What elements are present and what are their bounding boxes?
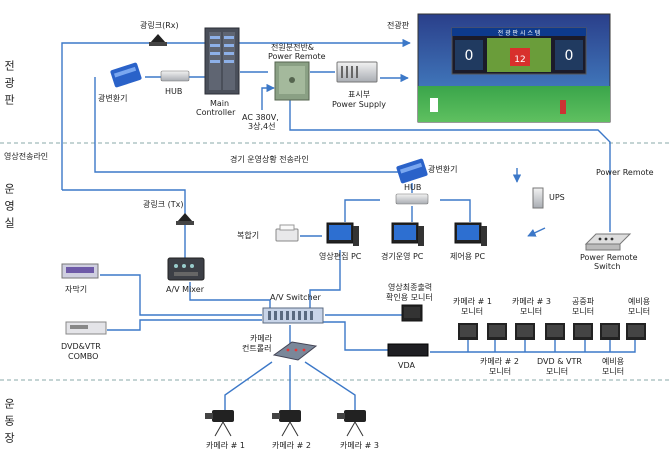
ups: UPS xyxy=(532,187,565,209)
monitor xyxy=(600,323,620,340)
svg-text:전광판: 전광판 xyxy=(3,60,16,111)
monitor-label-cam1-sub: 모니터 xyxy=(461,306,483,316)
control-pc: 제어용 PC xyxy=(450,222,487,261)
converter-mid: 광변환기 xyxy=(396,158,457,184)
monitor-label-spare2: 예비용 xyxy=(602,356,624,366)
camera-controller: 카메라 컨트롤러 xyxy=(242,334,318,361)
monitor-bank xyxy=(458,323,646,340)
monitor-label-air-sub: 모니터 xyxy=(572,306,594,316)
ac-input-label-2: 3상,4선 xyxy=(248,121,275,131)
monitor-label-cam1: 카메라 # 1 xyxy=(453,297,492,306)
power-remote-panel: 전원분전반& Power Remote xyxy=(268,42,326,101)
power-remote-switch-label-1: Power Remote xyxy=(580,253,638,262)
av-switcher: A/V Switcher xyxy=(262,293,324,324)
monitor-label-cam2: 카메라 # 2 xyxy=(480,357,519,366)
hub-top-label: HUB xyxy=(165,87,182,96)
camera-2: 카메라 # 2 xyxy=(272,410,311,450)
power-supply-label-2: Power Supply xyxy=(332,100,386,109)
power-supply: 표시부 Power Supply xyxy=(332,61,386,109)
main-controller-label-1: Main xyxy=(210,99,229,108)
svg-text:운동장: 운동장 xyxy=(3,398,16,449)
display-board-label: 전광판 xyxy=(387,20,410,30)
printer: 복합기 xyxy=(237,224,299,242)
monitor-label-cam3-sub: 모니터 xyxy=(520,306,542,316)
display-board-score-left: 0 xyxy=(465,48,474,64)
converter-top-label: 광변환기 xyxy=(98,93,127,103)
optical-link-rx-label: 광링크(Rx) xyxy=(140,20,179,30)
main-controller-label-2: Controller xyxy=(196,108,236,117)
power-remote-panel-label-1: 전원분전반& xyxy=(271,42,314,52)
vda: VDA xyxy=(387,343,429,370)
camera-controller-label-2: 컨트롤러 xyxy=(242,343,271,353)
av-mixer: A/V Mixer xyxy=(166,257,205,294)
subtitle-device: 자막기 xyxy=(61,263,99,294)
camera-controller-label-1: 카메라 xyxy=(250,334,273,343)
main-controller: Main Controller xyxy=(196,27,240,117)
camera-3: 카메라 # 3 xyxy=(337,410,379,450)
svg-text:운영실: 운영실 xyxy=(3,183,16,234)
game-op-pc: 경기운영 PC xyxy=(381,222,424,261)
monitor-label-spare1-sub: 모니터 xyxy=(628,306,650,316)
av-switcher-label: A/V Switcher xyxy=(270,293,322,302)
display-board-score-right: 0 xyxy=(565,48,574,64)
camera-2-label: 카메라 # 2 xyxy=(272,441,311,450)
dvd-vtr-label-2: COMBO xyxy=(68,352,98,361)
video-edit-pc: 영상편집 PC xyxy=(319,222,362,261)
camera-1: 카메라 # 1 xyxy=(205,410,245,450)
monitor-label-spare2-sub: 모니터 xyxy=(602,366,624,376)
monitor xyxy=(545,323,565,340)
power-remote-label: Power Remote xyxy=(596,168,654,177)
converter-mid-label: 광변환기 xyxy=(428,164,457,174)
section-label-stadium: 운동장 xyxy=(3,398,16,449)
camera-1-label: 카메라 # 1 xyxy=(206,441,245,450)
converter-top: 광변환기 xyxy=(98,62,142,103)
final-output-monitor-label-1: 영상최종출력 xyxy=(388,282,432,292)
optical-link-rx: 광링크(Rx) xyxy=(140,20,179,46)
power-remote-switch: Power Remote Switch xyxy=(580,233,638,271)
ups-label: UPS xyxy=(549,193,565,202)
game-video-line-label: 경기 운영상황 전송라인 xyxy=(230,154,309,164)
display-board-player-number: 12 xyxy=(514,55,525,65)
power-supply-label-1: 표시부 xyxy=(348,90,370,99)
vda-label: VDA xyxy=(398,361,415,370)
connection-lines xyxy=(61,38,636,415)
hub-top: HUB xyxy=(160,70,190,96)
printer-label: 복합기 xyxy=(237,231,259,240)
section-label-control-room: 운영실 xyxy=(3,183,16,234)
camera-3-label: 카메라 # 3 xyxy=(340,441,379,450)
optical-link-tx: 광링크 (Tx) xyxy=(143,199,194,225)
dvd-vtr-combo: DVD&VTR COMBO xyxy=(61,321,107,361)
subtitle-device-label: 자막기 xyxy=(65,284,87,294)
optical-link-tx-label: 광링크 (Tx) xyxy=(143,199,184,209)
power-remote-switch-label-2: Switch xyxy=(594,262,620,271)
game-op-pc-label: 경기운영 PC xyxy=(381,251,424,261)
section-label-display: 전광판 xyxy=(3,60,16,111)
control-pc-label: 제어용 PC xyxy=(450,251,485,261)
ac-input-label-1: AC 380V, xyxy=(242,113,279,122)
hub-mid-label: HUB xyxy=(404,183,421,192)
monitor xyxy=(487,323,507,340)
display-board-header: 전 광 판 시 스 템 xyxy=(498,29,541,37)
final-output-monitor-label-2: 확인용 모니터 xyxy=(386,292,433,302)
power-remote-panel-label-2: Power Remote xyxy=(268,52,326,61)
monitor-label-spare1: 예비용 xyxy=(628,296,650,306)
monitor-label-air: 공중파 xyxy=(572,297,595,306)
video-line-label: 영상전송라인 xyxy=(4,151,48,161)
monitor-label-cam2-sub: 모니터 xyxy=(489,366,511,376)
monitor-label-dvd: DVD & VTR xyxy=(537,357,582,366)
monitor-label-cam3: 카메라 # 3 xyxy=(512,297,551,306)
monitor xyxy=(458,323,478,340)
monitor xyxy=(573,323,593,340)
final-output-monitor: 영상최종출력 확인용 모니터 xyxy=(386,282,433,322)
monitor-label-dvd-sub: 모니터 xyxy=(546,366,568,376)
monitor xyxy=(626,323,646,340)
hub-mid: HUB xyxy=(395,183,429,205)
display-board: 전 광 판 시 스 템 0 12 0 xyxy=(417,13,611,123)
video-edit-pc-label: 영상편집 PC xyxy=(319,251,362,261)
av-mixer-label: A/V Mixer xyxy=(166,285,205,294)
dvd-vtr-label-1: DVD&VTR xyxy=(61,342,101,351)
monitor xyxy=(515,323,535,340)
